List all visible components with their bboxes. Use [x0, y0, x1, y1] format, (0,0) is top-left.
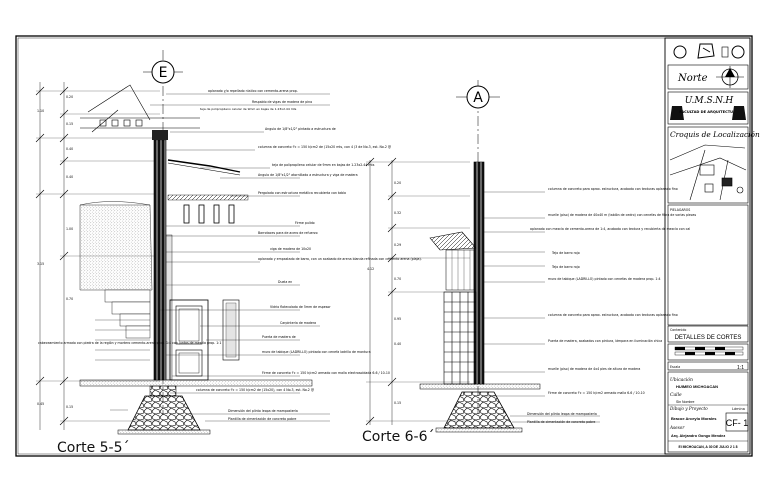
logo-crest-icon — [697, 43, 715, 59]
left-notes: aplanado y/o repellado rústico con cemen… — [196, 89, 422, 421]
axis-label-e: E — [159, 65, 168, 81]
svg-text:Plantilla de cimentación de co: Plantilla de cimentación de concreto pob… — [527, 420, 595, 424]
svg-text:muelle (piso) de madera de 4x4: muelle (piso) de madera de 4x4 pies de a… — [548, 367, 640, 371]
sheet-border — [15, 35, 753, 457]
design-label: Dibujo y Proyecto — [669, 406, 708, 411]
svg-text:0.40: 0.40 — [394, 342, 401, 346]
svg-text:Barrotaces para de acero de re: Barrotaces para de acero de refuerzo — [258, 231, 318, 235]
svg-text:Carpintería de madera: Carpintería de madera — [280, 321, 316, 325]
svg-text:Angulo de 1/8"x1/2" pintado a: Angulo de 1/8"x1/2" pintado a estructura… — [265, 127, 336, 131]
svg-text:columna de concreto f'c = 150: columna de concreto f'c = 150 k/cm2 de (… — [196, 388, 314, 392]
sheet-number: CF- 1 — [726, 418, 749, 428]
svg-text:0.70: 0.70 — [66, 297, 73, 301]
svg-text:4.12: 4.12 — [367, 267, 374, 271]
svg-text:aplanado y/o repellado rústico: aplanado y/o repellado rústico con cemen… — [208, 89, 298, 93]
faculty-label: FACULTAD DE ARQUITECTURA — [679, 110, 738, 114]
advisor-label: Asesor — [669, 425, 685, 430]
svg-text:viga de madera de 10x20: viga de madera de 10x20 — [270, 247, 311, 251]
svg-text:0.95: 0.95 — [394, 317, 401, 321]
caption-left: Corte 5-5´ — [57, 440, 130, 456]
svg-text:0.29: 0.29 — [394, 243, 401, 247]
university-seal-icon — [670, 106, 684, 120]
svg-text:Pergolado con estructura metál: Pergolado con estructura metálica recubi… — [258, 191, 346, 195]
caption-right: Corte 6-6´ — [362, 429, 435, 445]
svg-text:muro de tabique (LADRILLO) pin: muro de tabique (LADRILLO) pintado con c… — [262, 350, 371, 354]
sheet-no-label: Lámina — [732, 407, 745, 411]
svg-text:columna de concreto f'c = 150: columna de concreto f'c = 150 k/cm2 de (… — [258, 145, 391, 149]
svg-text:0.40: 0.40 — [66, 147, 73, 151]
svg-text:Angulo de 1/8"x1/2" atornillad: Angulo de 1/8"x1/2" atornillado a estruc… — [258, 173, 358, 177]
location-field-label: Ubicación — [670, 376, 693, 383]
svg-text:Dimensión del plinto leopa de: Dimensión del plinto leopa de mamposterí… — [228, 409, 298, 413]
svg-text:muelle (piso) de madera de 40x: muelle (piso) de madera de 40x40 m (tabl… — [548, 213, 696, 217]
axis-bubble-e — [151, 60, 175, 84]
faculty-seal-icon — [732, 106, 746, 120]
svg-text:1.00: 1.00 — [66, 227, 73, 231]
svg-text:Firme de concreto f'c = 150 k/: Firme de concreto f'c = 150 k/cm2 armado… — [262, 371, 390, 375]
svg-text:columna de concreto para aprox: columna de concreto para aprox. estructu… — [548, 313, 678, 317]
svg-text:0.20: 0.20 — [394, 181, 401, 185]
title-block: Norte U.M.S.N.H FACULTAD DE ARQUITECTURA… — [664, 37, 760, 455]
logos — [673, 43, 745, 59]
notes-label: PIELAGAROS — [670, 208, 690, 212]
left-side-note: cabeceamiento armado con piedra de la re… — [38, 341, 221, 345]
svg-text:columna de concreto para aprox: columna de concreto para aprox. estructu… — [548, 187, 678, 191]
norte-label: Norte — [677, 73, 708, 84]
scale-bar — [674, 346, 744, 356]
axis-label-a: A — [473, 90, 483, 106]
sheet-contents: DETALLES DE CORTES — [675, 335, 742, 341]
svg-text:aplanado y empastado de barro,: aplanado y empastado de barro, con un ac… — [258, 257, 422, 261]
svg-text:Puerta de madera, acabados con: Puerta de madera, acabados con pintura, … — [548, 339, 662, 343]
svg-text:Respaldo de vigas de madera de: Respaldo de vigas de madera de pino — [252, 100, 312, 104]
svg-text:0.70: 0.70 — [394, 277, 401, 281]
svg-text:Dimensión del plinto leopa de: Dimensión del plinto leopa de mamposterí… — [527, 412, 597, 416]
section-left: E 1.10 3.15 0.45 0.20 0.15 0.40 0.40 1.0… — [35, 50, 422, 456]
svg-text:Tejo de barro rojo: Tejo de barro rojo — [551, 251, 580, 255]
svg-text:Plantilla de cimentación de co: Plantilla de cimentación de concreto pob… — [228, 417, 296, 421]
svg-text:3.15: 3.15 — [37, 262, 44, 266]
svg-text:0.45: 0.45 — [37, 402, 44, 406]
logo-right-icon — [731, 45, 745, 59]
street-value: Sin Nombre — [676, 400, 695, 404]
svg-text:0.32: 0.32 — [394, 211, 401, 215]
university-label: U.M.S.N.H — [685, 96, 734, 106]
location-value: HUIMEO MICHOACAN — [676, 384, 718, 389]
location-map — [669, 144, 747, 201]
advisor: Arq. Alejandro Gongo Mendez — [671, 434, 725, 438]
svg-text:1.10: 1.10 — [37, 109, 44, 113]
svg-text:0.15: 0.15 — [66, 405, 73, 409]
axis-bubble-a — [466, 85, 490, 109]
svg-text:muro de tabique (LADRILLO) pin: muro de tabique (LADRILLO) pintado con c… — [548, 277, 661, 281]
svg-text:Firme de concreto f'c = 150 k/: Firme de concreto f'c = 150 k/cm2 armado… — [548, 391, 645, 395]
scale-value: 1:1 — [737, 365, 744, 371]
right-notes: columna de concreto para aprox. estructu… — [527, 187, 696, 424]
svg-text:0.40: 0.40 — [66, 175, 73, 179]
designer: Bracoe Arceylo Morales — [671, 416, 717, 421]
footing-right — [443, 391, 515, 429]
date: El MICHOACAN, A 30 DE JULIO 2 1 8 — [678, 445, 737, 449]
logo-left-icon — [673, 45, 687, 59]
svg-text:0.15: 0.15 — [66, 122, 73, 126]
svg-text:Vidrio flotecolado de 5mm de e: Vidrio flotecolado de 5mm de espesor — [270, 305, 331, 309]
north-arrow-icon — [716, 66, 744, 88]
footing-left — [127, 395, 201, 431]
svg-text:0.20: 0.20 — [66, 95, 73, 99]
svg-text:0.15: 0.15 — [394, 401, 401, 405]
wall-right — [473, 161, 485, 385]
svg-text:Puerta de madera de: Puerta de madera de — [262, 335, 296, 339]
section-right: A 4.12 0.20 0.32 0.29 0.70 0.95 0.40 0.1… — [362, 80, 696, 445]
street-label: Calle — [670, 392, 682, 398]
svg-text:Tejo de barro rojo: Tejo de barro rojo — [551, 265, 580, 269]
scale-label: Escala — [670, 365, 680, 369]
svg-text:teja de polipropileno celular: teja de polipropileno celular de 9mm en … — [200, 107, 297, 111]
right-grid-door — [443, 291, 477, 385]
svg-text:Duela en: Duela en — [278, 280, 292, 284]
svg-text:teja de polipropileno celular: teja de polipropileno celular de 9mm en … — [272, 163, 375, 167]
contents-label: Contenido — [670, 328, 686, 332]
svg-text:Firme pulido: Firme pulido — [295, 221, 315, 225]
svg-text:aplanado con mezcla de cemento: aplanado con mezcla de cemento-arena de … — [530, 227, 690, 231]
location-sketch-label: Croquis de Localización — [670, 130, 760, 139]
